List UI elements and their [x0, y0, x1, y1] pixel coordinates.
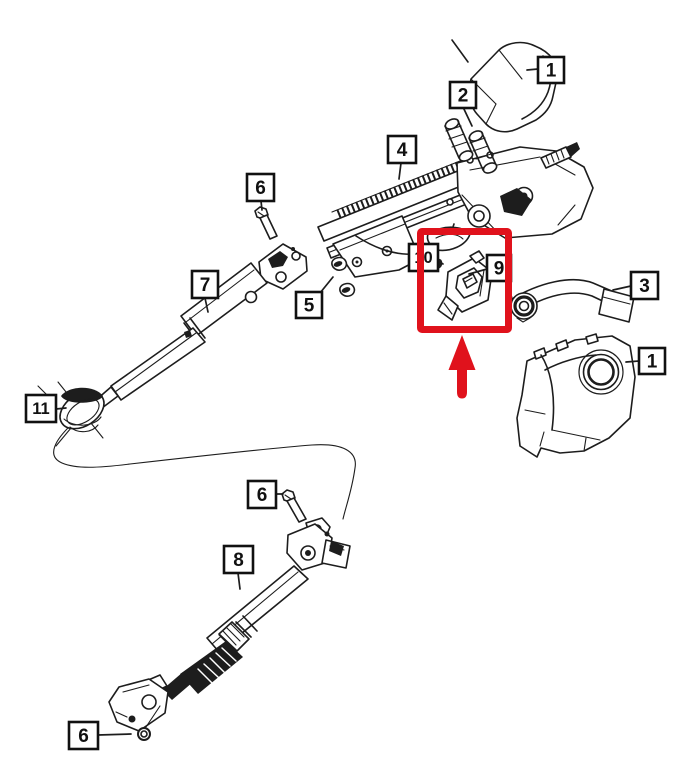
callout-6-top: 6 — [245, 172, 276, 203]
part-tilt-springs — [444, 118, 498, 174]
callout-7: 7 — [190, 269, 220, 300]
part-bolt-lower — [281, 489, 307, 523]
part-shift-lever — [507, 278, 635, 323]
part-upper-intermediate-shaft — [95, 243, 308, 409]
part-ignition-switch — [433, 250, 493, 321]
callout-11: 11 — [24, 393, 58, 424]
part-lower-intermediate-shaft — [108, 517, 351, 732]
callout-1-bottom-label: 1 — [647, 352, 658, 373]
callout-5-label: 5 — [304, 296, 315, 317]
part-column-assembly — [317, 142, 594, 278]
callout-8: 8 — [222, 544, 255, 575]
callout-1-top-label: 1 — [546, 61, 557, 82]
callout-11-label: 11 — [32, 400, 49, 418]
part-lower-shroud — [516, 333, 636, 458]
callout-2-label: 2 — [458, 86, 469, 107]
highlight-box — [417, 228, 512, 333]
callout-6-mid-label: 6 — [257, 485, 268, 506]
callout-3: 3 — [629, 270, 660, 301]
routing-curve — [53, 423, 356, 520]
part-bolt-upper — [254, 206, 278, 240]
callout-8-label: 8 — [233, 550, 244, 571]
callout-1-top: 1 — [536, 55, 566, 85]
callout-3-label: 3 — [639, 276, 650, 297]
callout-5: 5 — [294, 290, 324, 320]
callout-1-bottom: 1 — [637, 346, 667, 376]
part-seal-boot — [37, 381, 105, 447]
callout-2: 2 — [448, 80, 478, 110]
callout-6-top-label: 6 — [255, 178, 266, 199]
highlight-arrow-icon — [448, 335, 476, 399]
callout-7-label: 7 — [200, 275, 211, 296]
callout-6-bottom-label: 6 — [78, 726, 89, 747]
callout-9-label: 9 — [494, 259, 505, 280]
part-oring — [137, 727, 151, 741]
part-retainer-clips — [331, 256, 356, 297]
callout-6-bottom: 6 — [67, 720, 100, 751]
callout-4: 4 — [386, 134, 418, 165]
part-upper-shroud — [451, 39, 559, 133]
callout-6-mid: 6 — [246, 479, 278, 510]
callout-4-label: 4 — [397, 140, 408, 161]
